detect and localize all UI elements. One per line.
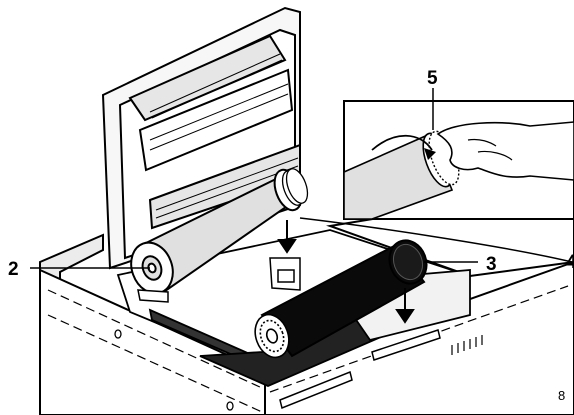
- lid-ribs: [149, 53, 299, 219]
- page-number: 8: [558, 388, 565, 403]
- down-arrow-icon: [277, 220, 297, 254]
- supply-roll-gear-icon: [281, 168, 309, 206]
- control-panel: [279, 329, 441, 410]
- callout-3: 3: [486, 254, 497, 275]
- leader-lines: [30, 88, 573, 269]
- callout-5: 5: [427, 68, 438, 89]
- callout-2: 2: [8, 259, 19, 280]
- roll-holder-brackets: [137, 257, 301, 303]
- vent-slots: [451, 335, 483, 355]
- takeup-roll-gear-icon: [254, 313, 290, 359]
- callout-4: 4: [566, 252, 574, 273]
- down-arrow-icon: [395, 288, 415, 324]
- detail-inset: [343, 100, 574, 220]
